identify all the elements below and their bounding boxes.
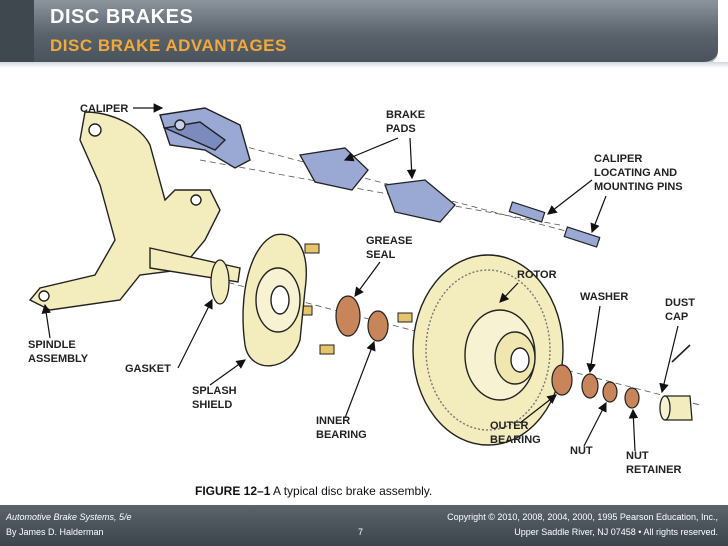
gasket-part bbox=[210, 259, 230, 305]
brake-pads-part bbox=[298, 147, 456, 223]
label-outer-bearing-2: BEARING bbox=[490, 434, 541, 446]
part-labels: CALIPER BRAKE PADS CALIPER LOCATING AND … bbox=[28, 103, 695, 476]
label-spindle-2: ASSEMBLY bbox=[28, 353, 89, 365]
label-grease-seal-1: GREASE bbox=[366, 235, 412, 247]
figure-number: FIGURE 12–1 bbox=[195, 484, 271, 498]
slide-title: DISC BRAKES bbox=[50, 6, 194, 28]
label-gasket: GASKET bbox=[125, 363, 171, 375]
label-splash-shield-2: SHIELD bbox=[192, 399, 232, 411]
grease-seal-part bbox=[335, 295, 361, 337]
header-accent-block bbox=[0, 0, 34, 62]
spindle-assembly-part bbox=[28, 111, 241, 311]
rotor-part bbox=[412, 254, 564, 446]
slide-footer: Automotive Brake Systems, 5/e By James D… bbox=[0, 505, 728, 546]
inner-bearing-part bbox=[367, 310, 389, 342]
mounting-bolts bbox=[297, 243, 413, 355]
label-caliper-pins-1: CALIPER bbox=[594, 153, 642, 165]
label-caliper-pins-2: LOCATING AND bbox=[594, 167, 677, 179]
nut-part bbox=[602, 381, 618, 403]
footer-book-title: Automotive Brake Systems, 5/e bbox=[6, 512, 132, 522]
label-outer-bearing-1: OUTER bbox=[490, 420, 529, 432]
leader-arrows bbox=[41, 103, 679, 452]
label-brake-pads-1: BRAKE bbox=[386, 109, 425, 121]
label-caliper: CALIPER bbox=[80, 103, 128, 115]
label-washer: WASHER bbox=[580, 291, 628, 303]
label-dust-cap-2: CAP bbox=[665, 311, 688, 323]
slide-header: DISC BRAKES DISC BRAKE ADVANTAGES bbox=[0, 0, 728, 70]
label-splash-shield-1: SPLASH bbox=[192, 385, 237, 397]
label-nut-retainer-1: NUT bbox=[626, 450, 649, 462]
assembly-centerlines bbox=[179, 139, 701, 406]
slide-subtitle: DISC BRAKE ADVANTAGES bbox=[50, 36, 287, 55]
label-inner-bearing-2: BEARING bbox=[316, 429, 367, 441]
footer-page-number: 7 bbox=[358, 527, 364, 537]
caliper-pins-part bbox=[508, 201, 601, 248]
footer-copyright-2: Upper Saddle River, NJ 07458 • All right… bbox=[514, 527, 718, 537]
label-dust-cap-1: DUST bbox=[665, 297, 695, 309]
outer-bearing-part bbox=[551, 364, 573, 396]
footer-copyright-1: Copyright © 2010, 2008, 2004, 2000, 1995… bbox=[447, 512, 718, 522]
dust-cap-part bbox=[659, 344, 693, 421]
label-inner-bearing-1: INNER bbox=[316, 415, 350, 427]
footer-author: By James D. Halderman bbox=[6, 527, 104, 537]
caliper-part bbox=[159, 107, 251, 169]
label-spindle-1: SPINDLE bbox=[28, 339, 76, 351]
label-grease-seal-2: SEAL bbox=[366, 249, 396, 261]
disc-brake-diagram: CALIPER BRAKE PADS CALIPER LOCATING AND … bbox=[28, 103, 701, 476]
nut-retainer-part bbox=[624, 387, 640, 409]
label-brake-pads-2: PADS bbox=[386, 123, 416, 135]
label-nut-retainer-2: RETAINER bbox=[626, 464, 681, 476]
figure-caption-text: A typical disc brake assembly. bbox=[270, 484, 433, 498]
label-rotor: ROTOR bbox=[517, 269, 557, 281]
label-caliper-pins-3: MOUNTING PINS bbox=[594, 181, 683, 193]
figure-caption: FIGURE 12–1 A typical disc brake assembl… bbox=[195, 484, 432, 498]
header-edge bbox=[0, 62, 728, 68]
splash-shield-part bbox=[242, 233, 307, 367]
washer-part bbox=[581, 373, 599, 399]
label-nut: NUT bbox=[570, 445, 593, 457]
